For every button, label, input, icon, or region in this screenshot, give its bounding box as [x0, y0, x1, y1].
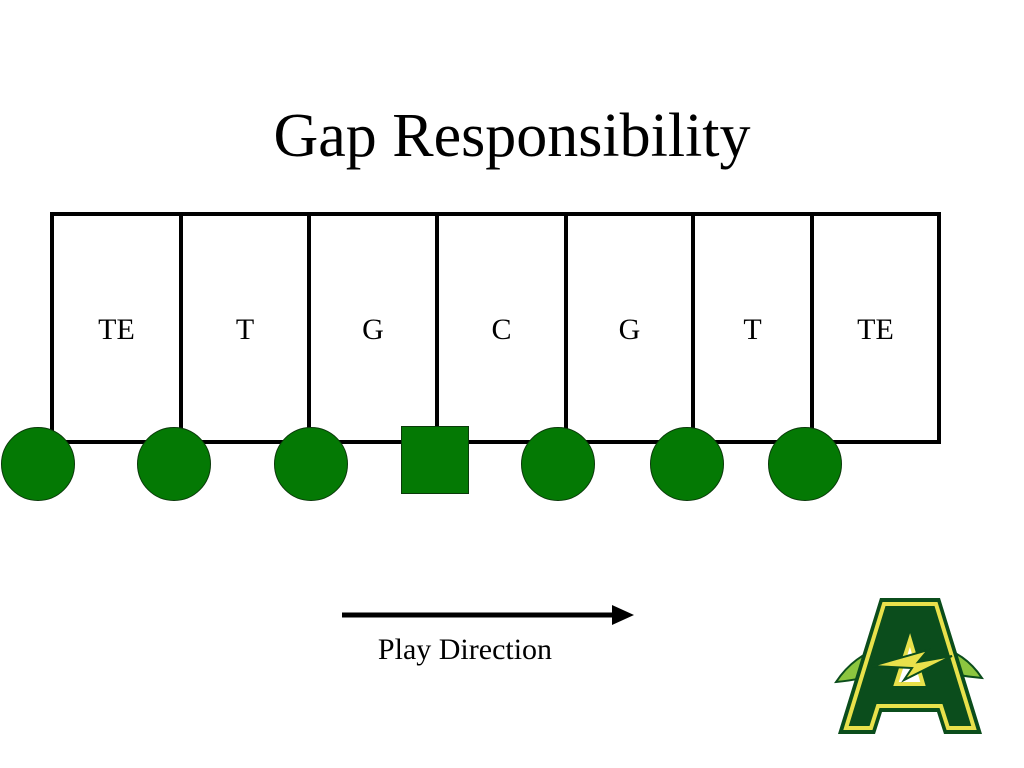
gap-box-g-right: G	[564, 212, 695, 444]
gap-label: T	[743, 313, 762, 346]
play-direction-label: Play Direction	[377, 633, 553, 666]
letter-a-lightning-logo	[834, 598, 984, 734]
gap-box-t-left: T	[179, 212, 311, 444]
gap-box-t-right: T	[691, 212, 814, 444]
gap-label: G	[362, 313, 384, 346]
gap-box-g-left: G	[307, 212, 439, 444]
player-circle-icon	[274, 427, 348, 501]
gap-label: C	[491, 313, 512, 346]
gap-box-te-right: TE	[810, 212, 941, 444]
center-square-icon	[401, 426, 469, 494]
gap-label: TE	[98, 313, 135, 346]
player-circle-icon	[521, 427, 595, 501]
gap-label: T	[235, 313, 255, 346]
slide-title: Gap Responsibility	[273, 102, 751, 170]
gap-box-te-left: TE	[50, 212, 183, 444]
player-circle-icon	[768, 427, 842, 501]
gap-label: G	[618, 313, 641, 346]
player-circle-icon	[137, 427, 211, 501]
gap-label: TE	[857, 313, 894, 346]
arrow-right-icon	[342, 605, 634, 625]
gap-box-c: C	[435, 212, 568, 444]
player-circle-icon	[650, 427, 724, 501]
player-circle-icon	[1, 427, 75, 501]
